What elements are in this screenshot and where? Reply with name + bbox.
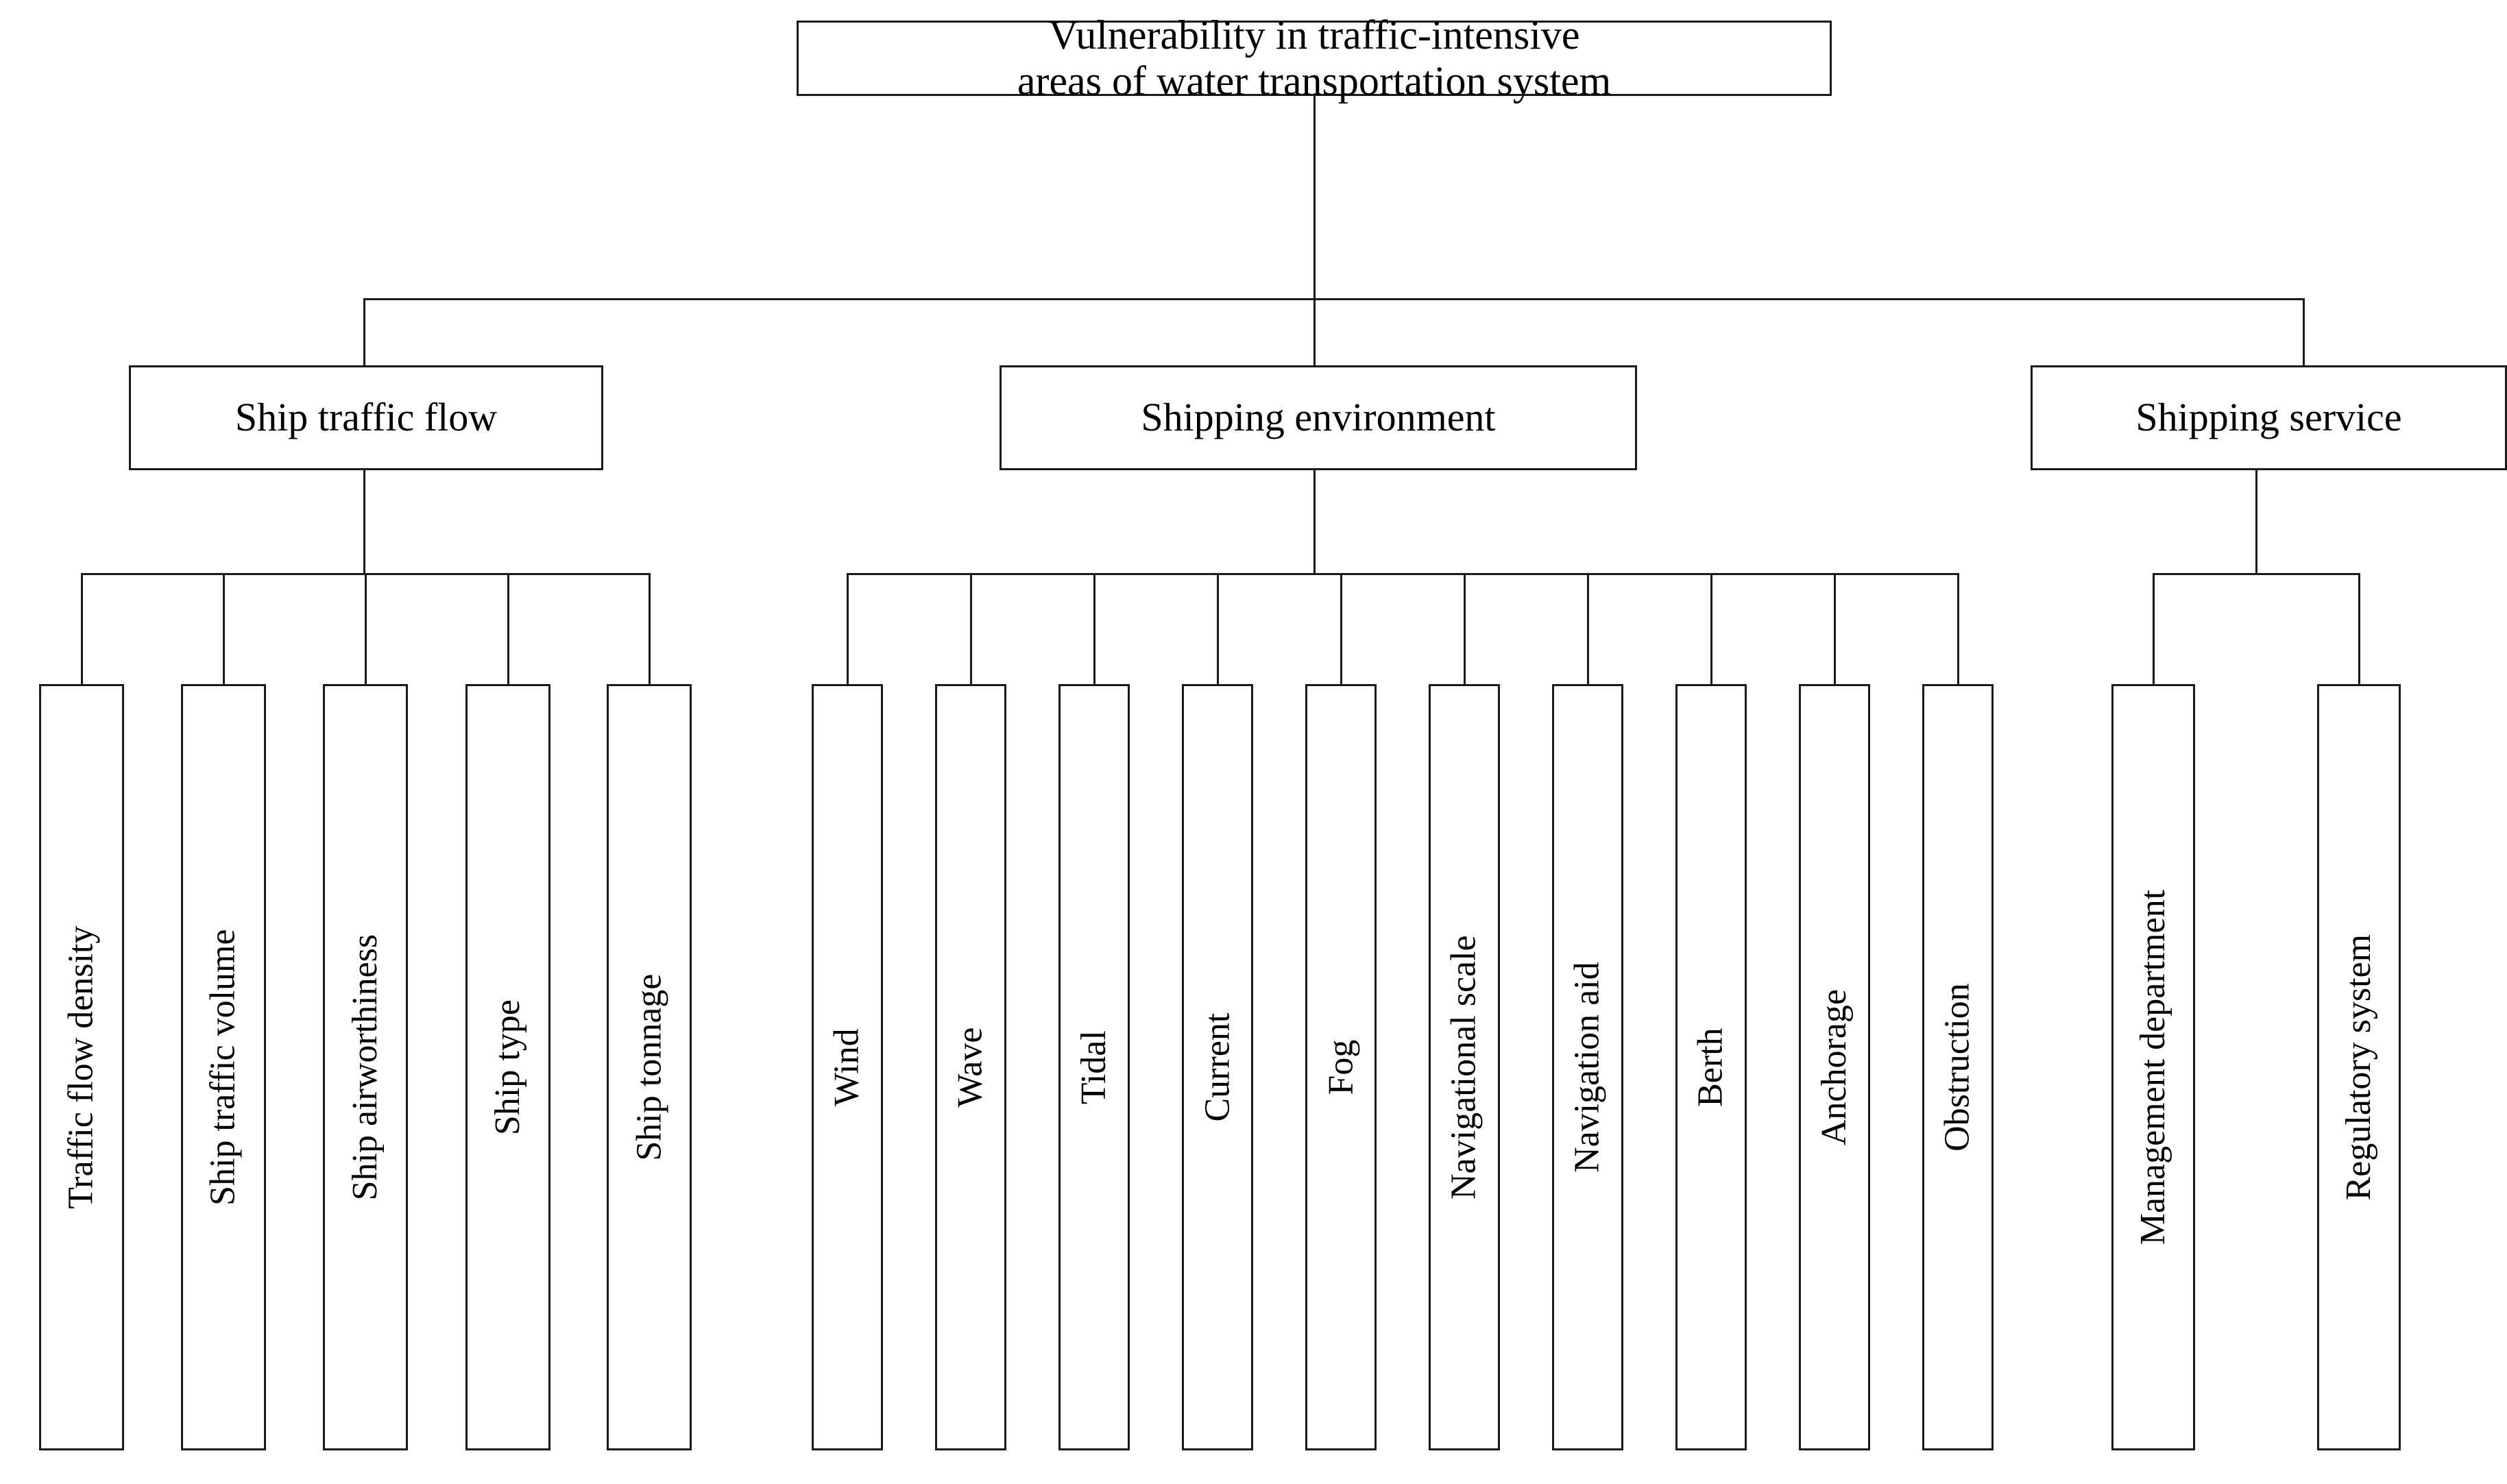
leaf-label-anchorage: Anchorage xyxy=(1814,988,1854,1146)
root-label-line-1: Vulnerability in traffic-intensive xyxy=(1048,12,1580,58)
branch-node-ship-traffic-flow[interactable]: Ship traffic flow xyxy=(129,365,603,470)
leaf-label-wave: Wave xyxy=(950,1027,990,1108)
connector-bus-branch-2 xyxy=(847,573,1957,575)
connector-drop-branch-1 xyxy=(363,298,365,367)
connector-drop-leaf-1-4 xyxy=(507,573,509,686)
leaf-label-current: Current xyxy=(1197,1012,1237,1122)
connector-drop-leaf-1-2 xyxy=(223,573,225,686)
connector-stem-branch-1 xyxy=(363,470,365,574)
leaf-label-tidal: Tidal xyxy=(1074,1030,1113,1104)
connector-drop-leaf-2-4 xyxy=(1217,573,1219,686)
leaf-node-navigation-aid[interactable]: Navigation aid xyxy=(1552,684,1623,1450)
leaf-label-ship-type: Ship type xyxy=(487,999,527,1135)
connector-root-bus xyxy=(363,298,2305,300)
leaf-node-current[interactable]: Current xyxy=(1182,684,1253,1450)
connector-drop-leaf-2-6 xyxy=(1464,573,1466,686)
connector-drop-leaf-2-9 xyxy=(1834,573,1836,686)
leaf-label-berth: Berth xyxy=(1691,1027,1730,1107)
leaf-label-obstruction: Obstruction xyxy=(1937,983,1977,1152)
leaf-node-management-department[interactable]: Management department xyxy=(2111,684,2195,1450)
leaf-label-fog: Fog xyxy=(1320,1039,1360,1095)
connector-root-stem xyxy=(1313,96,1316,300)
leaf-label-wind: Wind xyxy=(827,1028,867,1106)
connector-drop-leaf-2-10 xyxy=(1957,573,1959,686)
leaf-node-berth[interactable]: Berth xyxy=(1675,684,1747,1450)
connector-drop-leaf-1-5 xyxy=(649,573,651,686)
connector-drop-leaf-1-1 xyxy=(81,573,83,686)
leaf-label-navigational-scale: Navigational scale xyxy=(1444,935,1483,1200)
connector-drop-leaf-1-3 xyxy=(365,573,367,686)
branch-node-shipping-environment[interactable]: Shipping environment xyxy=(1000,365,1637,470)
leaf-node-ship-airworthiness[interactable]: Ship airworthiness xyxy=(323,684,408,1450)
leaf-node-ship-traffic-volume[interactable]: Ship traffic volume xyxy=(181,684,266,1450)
connector-drop-leaf-3-1 xyxy=(2153,573,2155,686)
leaf-node-wave[interactable]: Wave xyxy=(935,684,1006,1450)
leaf-label-traffic-flow-density: Traffic flow density xyxy=(61,925,101,1209)
leaf-label-management-department: Management department xyxy=(2133,889,2172,1245)
leaf-node-tidal[interactable]: Tidal xyxy=(1058,684,1130,1450)
leaf-node-wind[interactable]: Wind xyxy=(812,684,883,1450)
leaf-node-anchorage[interactable]: Anchorage xyxy=(1799,684,1870,1450)
leaf-label-ship-traffic-volume: Ship traffic volume xyxy=(203,929,243,1206)
leaf-label-ship-tonnage: Ship tonnage xyxy=(629,973,668,1161)
leaf-node-regulatory-system[interactable]: Regulatory system xyxy=(2317,684,2401,1450)
connector-drop-leaf-2-1 xyxy=(847,573,849,686)
branch-node-shipping-service[interactable]: Shipping service xyxy=(2031,365,2507,470)
connector-stem-branch-2 xyxy=(1313,470,1316,574)
leaf-label-navigation-aid: Navigation aid xyxy=(1567,962,1607,1173)
leaf-node-navigational-scale[interactable]: Navigational scale xyxy=(1429,684,1500,1450)
leaf-label-ship-airworthiness: Ship airworthiness xyxy=(345,934,385,1201)
connector-drop-leaf-2-8 xyxy=(1710,573,1712,686)
leaf-node-ship-tonnage[interactable]: Ship tonnage xyxy=(607,684,692,1450)
branch-label-ship-traffic-flow: Ship traffic flow xyxy=(234,395,498,440)
connector-bus-branch-3 xyxy=(2153,573,2360,575)
leaf-node-traffic-flow-density[interactable]: Traffic flow density xyxy=(39,684,124,1450)
connector-drop-leaf-2-3 xyxy=(1093,573,1095,686)
connector-drop-leaf-2-5 xyxy=(1340,573,1342,686)
leaf-label-regulatory-system: Regulatory system xyxy=(2338,934,2378,1201)
connector-drop-branch-2 xyxy=(1313,298,1316,367)
connector-drop-branch-3 xyxy=(2303,298,2305,367)
leaf-node-obstruction[interactable]: Obstruction xyxy=(1922,684,1994,1450)
connector-stem-branch-3 xyxy=(2255,470,2257,574)
leaf-node-ship-type[interactable]: Ship type xyxy=(465,684,550,1450)
connector-drop-leaf-2-2 xyxy=(970,573,972,686)
branch-label-shipping-environment: Shipping environment xyxy=(1141,395,1496,440)
leaf-node-fog[interactable]: Fog xyxy=(1305,684,1377,1450)
branch-label-shipping-service: Shipping service xyxy=(2135,395,2402,440)
root-node[interactable]: Vulnerability in traffic-intensive areas… xyxy=(797,12,1832,104)
connector-drop-leaf-2-7 xyxy=(1587,573,1589,686)
root-node-label: Vulnerability in traffic-intensive areas… xyxy=(1017,12,1611,104)
connector-drop-leaf-3-2 xyxy=(2358,573,2360,686)
